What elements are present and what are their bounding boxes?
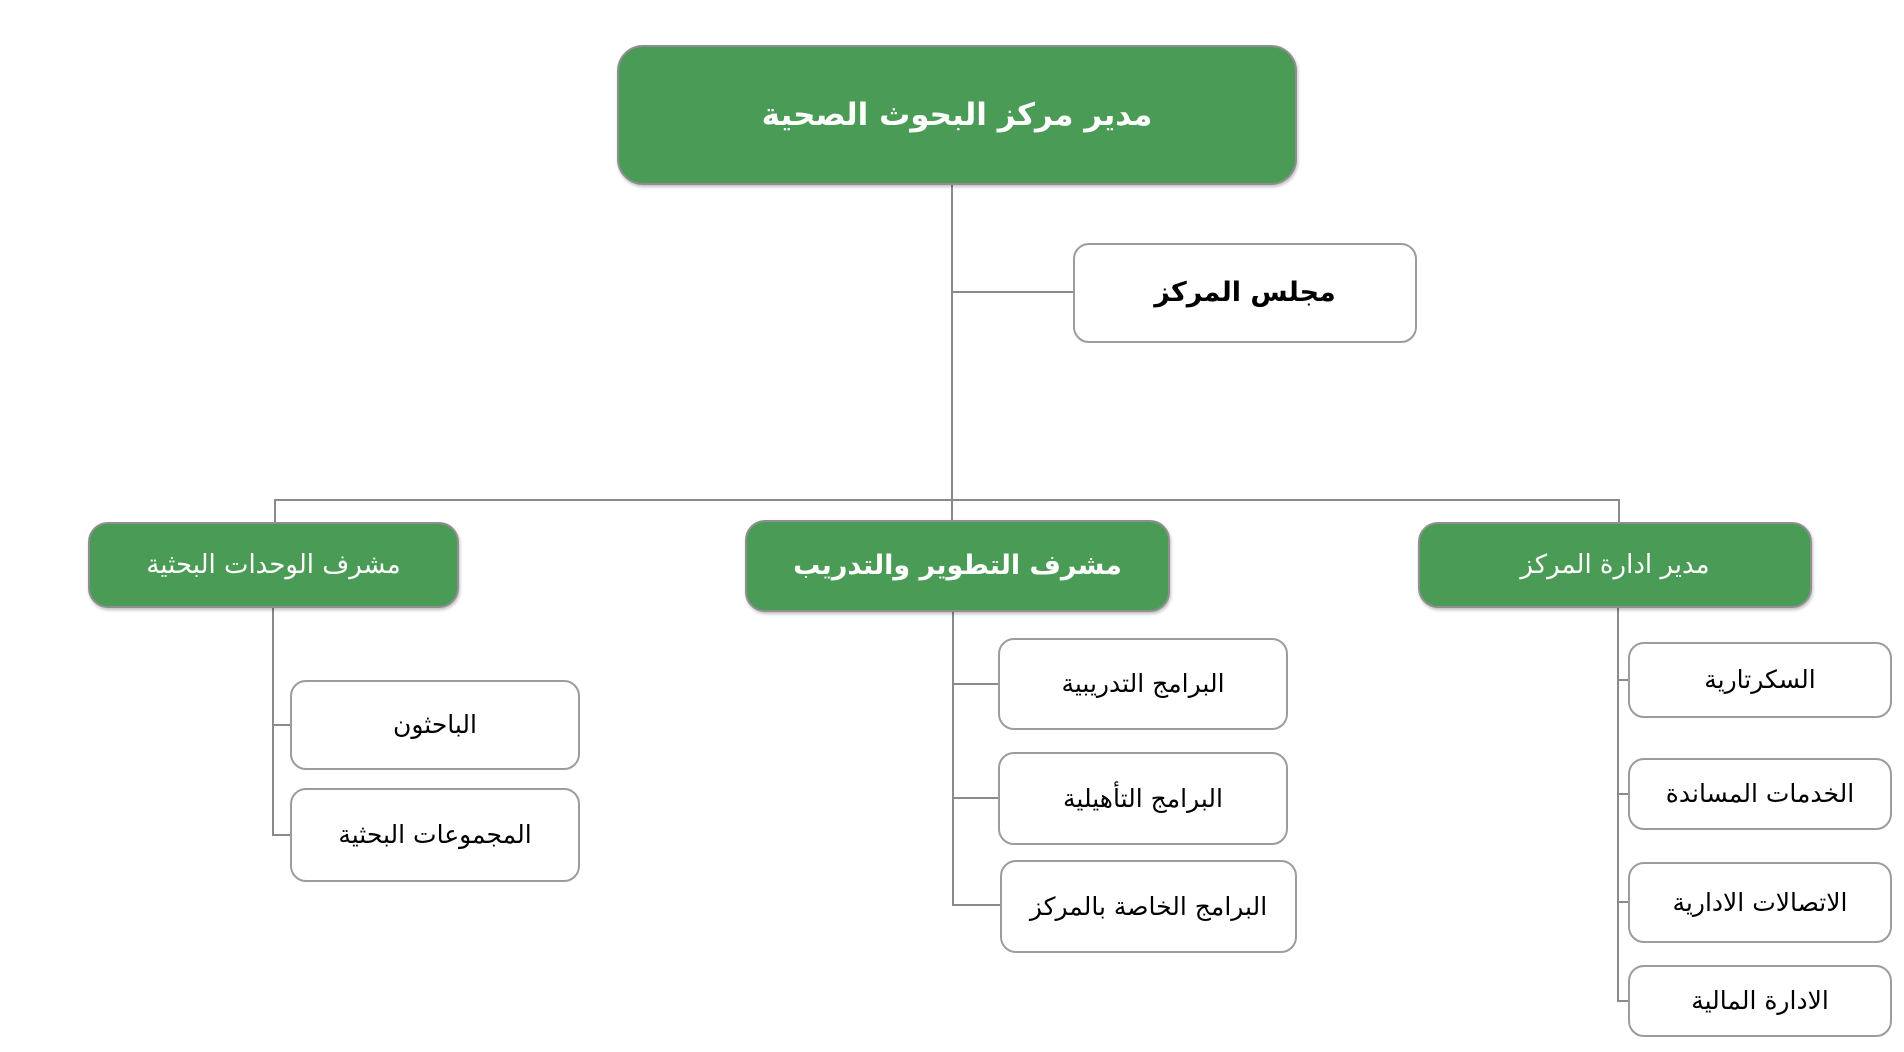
connector-line [272,608,274,836]
org-node-research-units-supervisor: مشرف الوحدات البحثية [88,522,459,608]
org-node-researchers: الباحثون [290,680,580,770]
connector-line [952,904,1002,906]
org-node-label: مشرف الوحدات البحثية [146,549,401,580]
org-node-label: الباحثون [393,710,477,740]
org-node-administration-director: مدير ادارة المركز [1418,522,1812,608]
connector-line [272,834,292,836]
org-node-label: البرامج الخاصة بالمركز [1029,891,1268,921]
org-node-label: مدير مركز البحوث الصحية [761,96,1153,133]
connector-line [951,185,953,522]
org-node-label: المجموعات البحثية [338,820,532,850]
connector-line [1618,499,1620,523]
org-node-qualification-programs: البرامج التأهيلية [998,752,1288,845]
org-node-center-council: مجلس المركز [1073,243,1417,343]
org-node-director: مدير مركز البحوث الصحية [617,45,1297,185]
connector-line [274,499,1620,501]
org-node-training-programs: البرامج التدريبية [998,638,1288,730]
connector-line [274,499,276,523]
org-node-support-services: الخدمات المساندة [1628,758,1892,830]
org-node-center-special-programs: البرامج الخاصة بالمركز [1000,860,1297,953]
org-node-development-training-supervisor: مشرف التطوير والتدريب [745,520,1170,612]
org-node-admin-communications: الاتصالات الادارية [1628,862,1892,943]
connector-line [952,612,954,906]
org-node-financial-administration: الادارة المالية [1628,965,1892,1037]
org-node-label: مشرف التطوير والتدريب [793,550,1122,582]
org-node-label: مدير ادارة المركز [1520,549,1710,580]
connector-line [1617,793,1630,795]
org-node-label: الادارة المالية [1691,986,1829,1016]
org-node-label: الخدمات المساندة [1665,779,1855,809]
connector-line [272,724,292,726]
connector-line [1617,901,1630,903]
connector-line [952,291,1073,293]
connector-line [952,683,1000,685]
org-node-label: السكرتارية [1704,665,1816,695]
org-node-label: مجلس المركز [1154,277,1336,309]
org-node-secretariat: السكرتارية [1628,642,1892,718]
org-node-label: البرامج التدريبية [1061,669,1225,699]
connector-line [1617,1000,1630,1002]
org-node-label: البرامج التأهيلية [1063,783,1223,813]
connector-line [1617,679,1630,681]
connector-line [952,797,1000,799]
connector-line [1617,608,1619,1002]
org-node-label: الاتصالات الادارية [1672,887,1848,917]
org-node-research-groups: المجموعات البحثية [290,788,580,882]
